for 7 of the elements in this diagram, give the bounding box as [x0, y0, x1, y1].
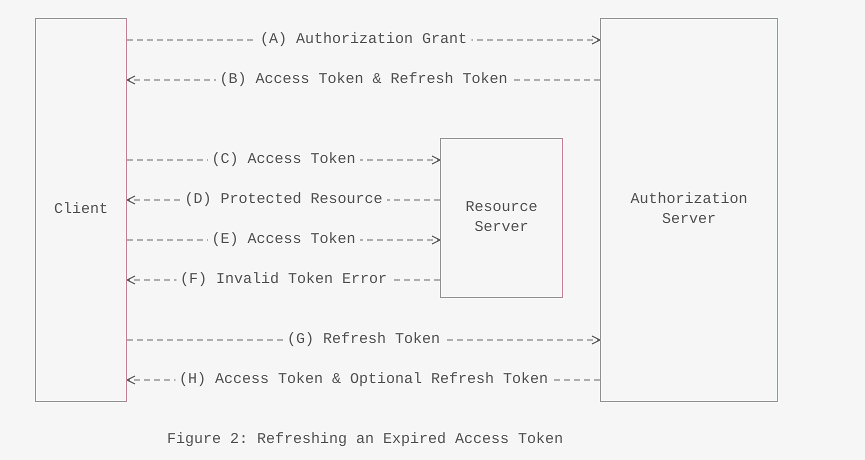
server-box	[600, 18, 778, 402]
node-label: Client	[52, 200, 109, 220]
figure-caption: Figure 2: Refreshing an Expired Access Token	[167, 430, 564, 450]
server-box	[440, 138, 563, 298]
node-label: Authorization Server	[629, 190, 749, 230]
node-label: Resource Server	[464, 198, 538, 238]
server-box	[35, 18, 127, 402]
